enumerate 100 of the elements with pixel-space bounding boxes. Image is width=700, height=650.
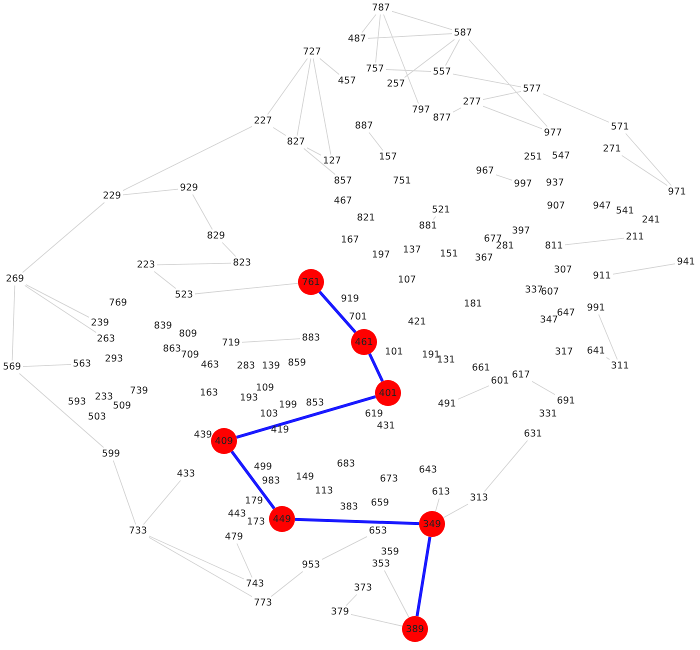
node-label: 163	[198, 388, 220, 398]
node-label: 563	[72, 358, 92, 370]
edge-line	[122, 188, 178, 196]
node-label: 857	[332, 176, 354, 186]
node-label: 617	[510, 370, 532, 380]
node-label: 487	[346, 34, 368, 44]
node-label: 883	[300, 332, 322, 344]
node-label: 419	[270, 424, 290, 436]
node-label: 907	[546, 200, 566, 212]
node-label: 827	[286, 136, 306, 148]
node-label: 983	[260, 476, 282, 486]
edge-line	[368, 132, 384, 151]
edge-line	[350, 614, 403, 627]
node-label: 179	[244, 496, 264, 506]
node-label: 241	[640, 214, 662, 226]
node-label: 839	[152, 320, 174, 332]
node-label: 541	[614, 206, 636, 216]
node-label: 257	[386, 78, 406, 90]
edge-line	[416, 536, 432, 616]
edge-line	[621, 155, 668, 186]
node-label: 929	[178, 182, 200, 194]
edge-line	[468, 39, 548, 127]
node-label: 953	[300, 560, 322, 570]
node-label: 991	[586, 302, 606, 314]
node-label: 443	[226, 508, 248, 520]
edge-line	[272, 127, 286, 136]
node-label: 547	[550, 150, 572, 162]
edge-line	[294, 518, 420, 526]
node-label: 431	[376, 420, 396, 432]
node-label: 167	[340, 234, 360, 246]
node-label: 661	[470, 362, 492, 374]
node-label: 421	[406, 316, 428, 328]
node-label: 739	[128, 386, 150, 396]
node-label: 863	[162, 344, 182, 354]
highlighted-node: 461	[351, 329, 377, 355]
node-label: 347	[538, 314, 560, 326]
node-label: 379	[330, 606, 350, 618]
node-label: 701	[348, 312, 368, 322]
node-label: 967	[474, 166, 496, 176]
node-label: 877	[432, 112, 452, 124]
node-label: 397	[510, 226, 532, 236]
node-label: 881	[418, 220, 438, 232]
node-label: 233	[94, 392, 114, 402]
edge-line	[496, 174, 512, 181]
edge-line	[532, 380, 556, 396]
node-label: 691	[556, 396, 576, 406]
highlighted-node: 349	[419, 511, 445, 537]
edge-line	[148, 536, 244, 580]
edge-line	[564, 238, 624, 246]
edge-line	[154, 271, 176, 289]
edge-line	[404, 39, 455, 78]
edge-line	[319, 58, 340, 75]
edge-line	[445, 39, 460, 66]
node-label: 331	[538, 408, 558, 420]
edge-line	[442, 504, 468, 518]
node-label: 887	[354, 120, 374, 132]
node-label: 787	[370, 2, 392, 14]
node-label: 103	[258, 408, 280, 420]
edge-line	[122, 126, 252, 191]
edge-line	[625, 133, 672, 186]
node-label: 941	[676, 256, 696, 268]
node-label: 467	[332, 196, 354, 206]
edge-line	[392, 10, 452, 30]
edge-line	[303, 148, 336, 175]
node-label: 571	[610, 122, 630, 132]
edge-line	[484, 440, 528, 492]
node-label: 211	[624, 232, 646, 242]
node-label: 773	[252, 598, 274, 608]
node-label: 811	[544, 240, 564, 252]
node-label: 463	[200, 360, 220, 370]
edge-line	[318, 290, 357, 334]
node-label: 269	[4, 274, 26, 284]
node-label: 937	[544, 178, 566, 188]
node-label: 149	[294, 472, 316, 482]
node-label: 359	[380, 546, 400, 558]
node-label: 263	[96, 334, 116, 344]
node-label: 733	[128, 526, 148, 536]
node-label: 709	[180, 350, 200, 360]
node-label: 643	[418, 464, 438, 476]
edge-line	[458, 385, 490, 400]
node-label: 601	[490, 376, 510, 386]
highlighted-node: 401	[375, 380, 401, 406]
node-label: 439	[192, 430, 214, 440]
edge-line	[435, 498, 440, 512]
edge-line	[222, 242, 236, 257]
edge-line	[375, 14, 381, 63]
edge-line	[306, 147, 322, 156]
node-label: 521	[430, 204, 452, 216]
node-label: 653	[368, 526, 388, 536]
node-label: 641	[586, 346, 606, 356]
node-label: 947	[592, 200, 612, 212]
node-label: 457	[336, 76, 358, 86]
node-label: 151	[438, 248, 460, 260]
node-label: 853	[304, 398, 326, 408]
node-label: 127	[322, 156, 342, 166]
highlighted-node: 449	[269, 506, 295, 532]
node-label: 631	[522, 428, 544, 440]
node-label: 911	[592, 270, 612, 282]
edge-line	[362, 14, 376, 33]
node-label: 971	[666, 186, 688, 198]
